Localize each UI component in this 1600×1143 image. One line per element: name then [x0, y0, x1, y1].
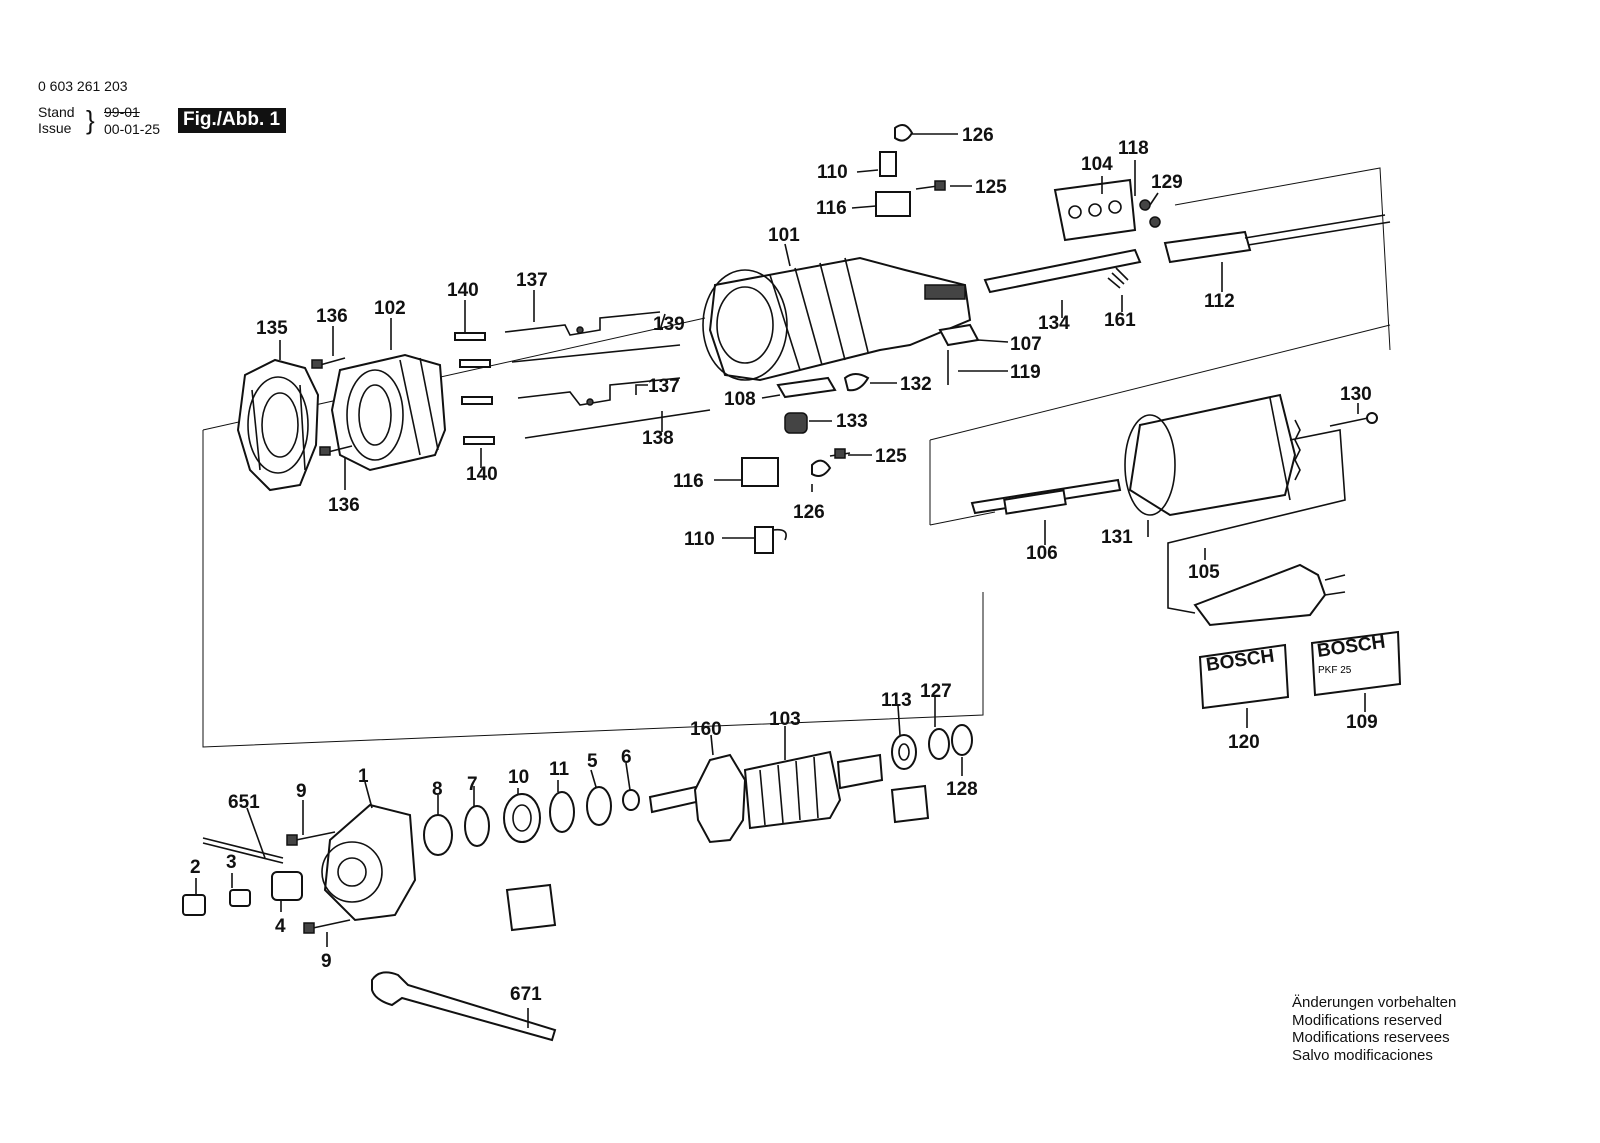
wrench-671	[371, 971, 557, 1042]
label-102: 102	[374, 298, 406, 319]
bearing-rings-8-7-10-11-5-6	[423, 786, 640, 856]
label-651: 651	[228, 792, 260, 813]
label-126: 126	[793, 502, 825, 523]
label-140: 140	[447, 280, 479, 301]
label-161: 161	[1104, 310, 1136, 331]
rod-106	[970, 478, 1122, 515]
label-118: 118	[1118, 138, 1149, 159]
pin-651	[202, 837, 284, 864]
switch-rod-134	[983, 248, 1142, 294]
label-135: 135	[256, 318, 288, 339]
end-shield-135	[236, 358, 320, 492]
label-107: 107	[1010, 334, 1042, 355]
label-131: 131	[1101, 527, 1133, 548]
wires-137-138-139	[504, 311, 711, 439]
label-137: 137	[516, 270, 548, 291]
cable-112	[1163, 214, 1391, 264]
pins-140	[454, 332, 495, 445]
label-130: 130	[1340, 384, 1372, 405]
label-plate-120: BOSCH	[1198, 643, 1290, 710]
bearing-box-left	[505, 883, 557, 932]
label-113: 113	[881, 690, 912, 711]
label-160: 160	[690, 719, 722, 740]
label-8: 8	[432, 779, 443, 800]
label-4: 4	[275, 916, 286, 937]
field-coil-102	[330, 353, 447, 472]
label-plate-109: BOSCH PKF 25	[1310, 630, 1402, 697]
label-132: 132	[900, 374, 932, 395]
figure-label: Fig./Abb. 1	[178, 108, 287, 133]
screw-130	[1329, 412, 1378, 427]
motor-housing-101	[702, 256, 972, 382]
label-671: 671	[510, 984, 542, 1005]
label-110: 110	[684, 529, 715, 550]
label-120: 120	[1228, 732, 1260, 753]
label-119: 119	[1010, 362, 1041, 383]
new-date: 00-01-25	[104, 121, 161, 137]
label-112: 112	[1204, 291, 1235, 312]
label-128: 128	[946, 779, 978, 800]
label-103: 103	[769, 709, 801, 730]
label-11: 11	[549, 759, 570, 780]
armature-103	[648, 750, 884, 844]
note-fr: Modifications reservees	[1292, 1029, 1450, 1046]
label-138: 138	[642, 428, 674, 449]
flange-1	[321, 803, 417, 922]
screws-9	[286, 831, 351, 934]
bearing-parts-113-127-128	[890, 724, 973, 824]
old-date: 99-01	[104, 104, 140, 120]
label-1: 1	[358, 766, 369, 787]
label-104: 104	[1081, 154, 1113, 175]
label-139: 139	[653, 314, 685, 335]
label-3: 3	[226, 852, 237, 873]
label-136: 136	[328, 495, 360, 516]
label-127: 127	[920, 681, 952, 702]
leader-lines	[195, 133, 1366, 1028]
label-116: 116	[816, 198, 847, 219]
screws-136	[311, 357, 353, 456]
label-10: 10	[508, 767, 529, 788]
label-7: 7	[467, 774, 478, 795]
label-101: 101	[768, 225, 800, 246]
label-108: 108	[724, 389, 756, 410]
label-116: 116	[673, 471, 704, 492]
label-137: 137	[648, 376, 680, 397]
label-125: 125	[875, 446, 907, 467]
modification-notes: Änderungen vorbehalten Modifications res…	[1292, 994, 1456, 1064]
label-5: 5	[587, 751, 598, 772]
label-136: 136	[316, 306, 348, 327]
brace-symbol: }	[86, 105, 95, 135]
switch-104	[1053, 178, 1161, 242]
label-133: 133	[836, 411, 868, 432]
note-en: Modifications reserved	[1292, 1011, 1443, 1029]
label-6: 6	[621, 747, 632, 768]
issue-label: Issue	[38, 120, 72, 136]
sleeve-131	[1124, 393, 1301, 517]
note-de: Änderungen vorbehalten	[1292, 994, 1457, 1011]
model-name: PKF 25	[1318, 665, 1352, 676]
part-labels: 126 110 125 116 104 118 129 101 137 140 …	[190, 125, 1378, 1005]
label-2: 2	[190, 857, 201, 878]
brush-parts-lower	[741, 448, 851, 554]
brush-parts-upper	[875, 123, 946, 217]
collet-parts-2-3-4	[182, 871, 303, 916]
label-129: 129	[1151, 172, 1183, 193]
label-125: 125	[975, 177, 1007, 198]
stand-label: Stand	[38, 104, 75, 120]
part-number: 0 603 261 203	[38, 78, 128, 94]
power-cord-105	[1167, 429, 1346, 627]
label-126: 126	[962, 125, 994, 146]
label-9: 9	[321, 951, 332, 972]
label-109: 109	[1346, 712, 1378, 733]
label-105: 105	[1188, 562, 1220, 583]
label-106: 106	[1026, 543, 1058, 564]
label-110: 110	[817, 162, 848, 183]
label-9: 9	[296, 781, 307, 802]
note-es: Salvo modificaciones	[1292, 1046, 1433, 1064]
label-140: 140	[466, 464, 498, 485]
label-134: 134	[1038, 313, 1070, 334]
